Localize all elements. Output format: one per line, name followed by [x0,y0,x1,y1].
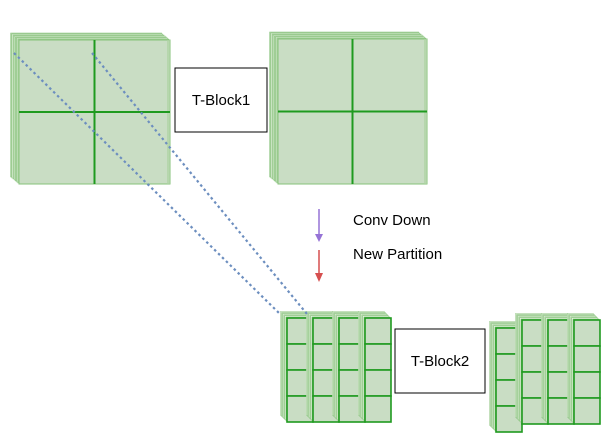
conv-down-arrowhead-icon [315,234,323,242]
feature-map-2x2-after [269,31,428,185]
new-partition-label: New Partition [353,246,442,263]
feature-map-4x4-before [280,311,392,423]
grid-cell [364,343,392,371]
feature-map-2x2-before [10,32,171,185]
grid-cell [364,369,392,397]
t-block1-box: T-Block1 [174,67,268,133]
t-block1-label: T-Block1 [192,92,250,109]
t-block2-label: T-Block2 [411,353,469,370]
legend-conv-down: Conv Down [315,209,431,242]
grid-cell [573,345,601,373]
grid-cell [364,317,392,345]
grid-cell [573,371,601,399]
dotted-link-top [13,52,281,315]
t-block2-box: T-Block2 [394,328,486,394]
grid-cell [364,395,392,423]
legend-new-partition: New Partition [315,246,442,282]
grid-cell [573,397,601,425]
dotted-link-bottom [91,52,308,315]
conv-down-label: Conv Down [353,212,431,229]
feature-map-4x4-after [489,313,601,433]
new-partition-arrowhead-icon [315,273,323,282]
grid-cell [573,319,601,347]
